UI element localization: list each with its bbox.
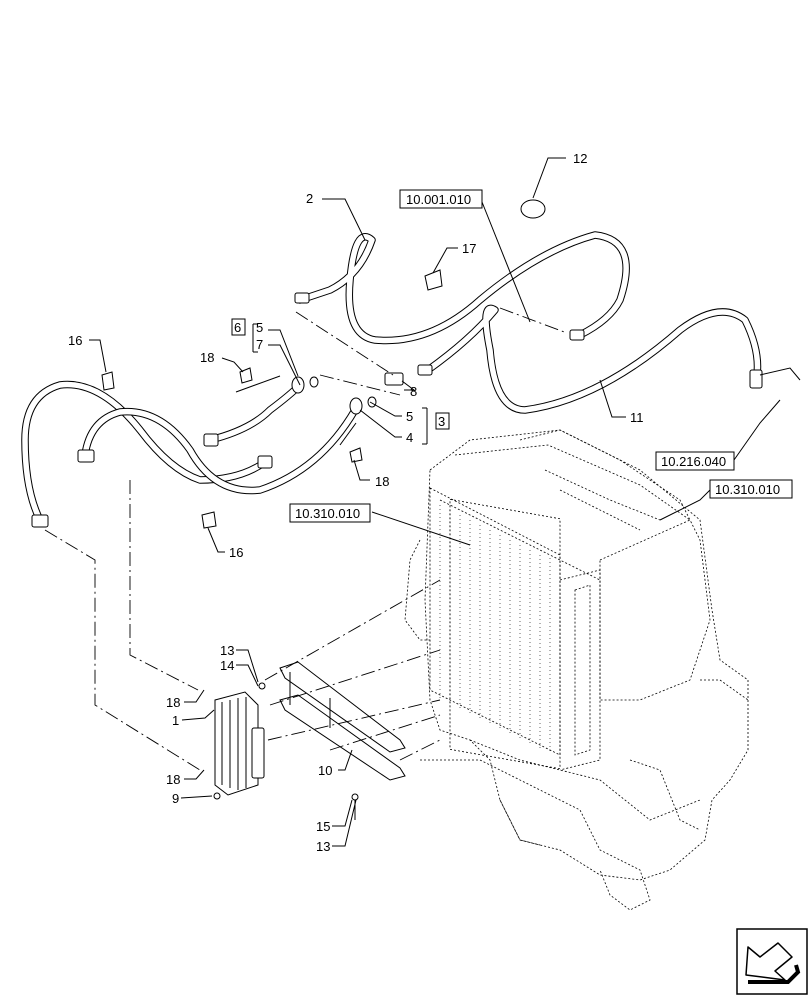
label-part-13: 13 <box>220 643 234 658</box>
ref-box-10-310-010-right[interactable] <box>709 479 793 499</box>
label-part-7: 7 <box>256 337 263 352</box>
label-part-18: 18 <box>166 695 180 710</box>
label-part-16: 16 <box>229 545 243 560</box>
label-part-3: 3 <box>438 414 445 429</box>
label-part-1: 1 <box>172 713 179 728</box>
label-part-2: 2 <box>306 191 313 206</box>
label-part-5: 5 <box>406 409 413 424</box>
label-part-11: 11 <box>630 410 644 425</box>
label-part-17: 17 <box>462 241 476 256</box>
hose-fitting <box>257 455 273 469</box>
hose-fitting <box>294 292 310 304</box>
label-part-18: 18 <box>166 772 180 787</box>
label-part-9: 9 <box>172 791 179 806</box>
engine-cooling-assembly <box>404 429 749 911</box>
hose-fitting <box>31 514 49 528</box>
o-ring <box>309 376 319 388</box>
label-part-16: 16 <box>68 333 82 348</box>
label-part-13: 13 <box>316 839 330 854</box>
label-part-6: 6 <box>234 320 241 335</box>
hose-fitting <box>569 329 585 341</box>
hose-fitting <box>77 449 95 463</box>
ref-label-10-216-040[interactable]: 10.216.040 <box>661 454 726 469</box>
hose-clamp <box>291 376 305 394</box>
clip-18 <box>349 447 363 463</box>
connector <box>384 372 404 386</box>
clip-17 <box>424 269 443 291</box>
label-part-14: 14 <box>220 658 234 673</box>
hose-clamp <box>349 397 363 415</box>
ref-label-10-310-010-right[interactable]: 10.310.010 <box>715 482 780 497</box>
label-part-15: 15 <box>316 819 330 834</box>
label-part-8: 8 <box>410 384 417 399</box>
label-part-18: 18 <box>200 350 214 365</box>
bracket-box-6 <box>231 318 246 336</box>
assembly-lines <box>44 307 568 771</box>
clamp-12 <box>520 199 546 219</box>
label-part-18: 18 <box>375 474 389 489</box>
hose-fitting <box>417 364 433 376</box>
o-ring <box>367 396 377 408</box>
ref-box-10-001-010[interactable] <box>399 189 483 209</box>
clip-16 <box>201 511 217 529</box>
radiator-core-dots <box>439 505 551 752</box>
oil-cooler <box>213 682 266 800</box>
label-part-4: 4 <box>406 430 413 445</box>
hose-assembly <box>21 199 801 529</box>
hose-fitting <box>203 433 219 447</box>
ref-box-10-216-040[interactable] <box>655 451 735 471</box>
part-labels: 2 12 17 16 18 6 5 7 8 5 4 3 18 16 11 13 … <box>68 151 644 854</box>
leader-lines <box>89 157 781 847</box>
label-part-5: 5 <box>256 320 263 335</box>
reference-boxes: 10.001.010 10.216.040 10.310.010 10.310.… <box>289 189 793 523</box>
ref-box-10-310-010-center[interactable] <box>289 503 371 523</box>
mounting-bracket <box>279 661 406 820</box>
hose-fitting <box>749 369 763 389</box>
clip-16 <box>101 371 115 391</box>
arrow-back-icon[interactable] <box>736 928 808 995</box>
ref-label-10-310-010-center[interactable]: 10.310.010 <box>295 506 360 521</box>
label-part-10: 10 <box>318 763 332 778</box>
ref-label-10-001-010[interactable]: 10.001.010 <box>406 192 471 207</box>
label-part-12: 12 <box>573 151 587 166</box>
bracket-box-3 <box>435 412 450 430</box>
